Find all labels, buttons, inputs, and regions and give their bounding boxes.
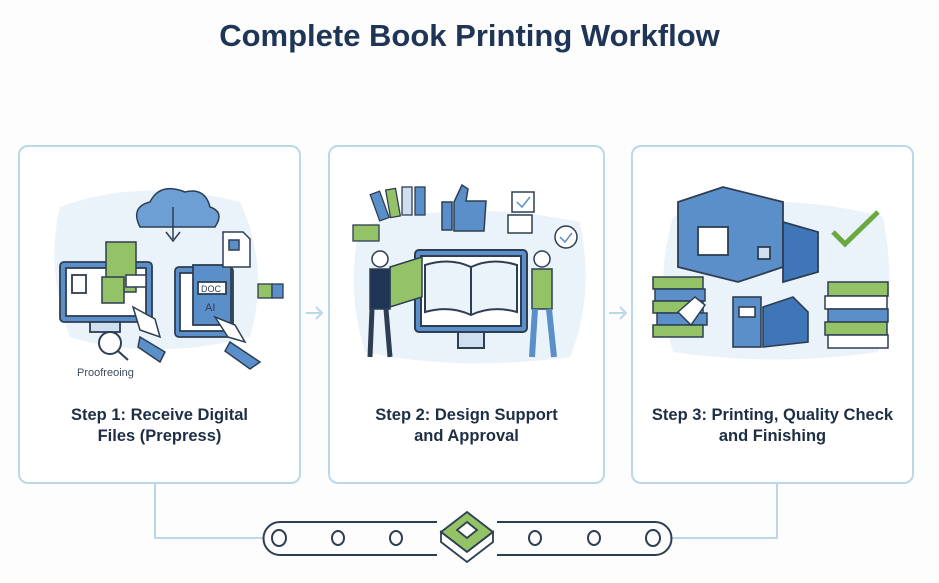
magnifier-icon [98, 331, 129, 361]
connector-left [154, 484, 263, 539]
step-3-title-line1: Step 3: Printing, Quality Check [651, 406, 894, 424]
arrow-1-2 [306, 306, 324, 320]
checkmark-chat-icon [507, 191, 578, 249]
progress-tag-icon [257, 283, 284, 299]
conveyor-belt [262, 521, 673, 556]
binding-machine-icon [732, 296, 809, 348]
pointing-hand-icon [131, 305, 262, 370]
step-1-card: DOC AI Proofreoing Step 1: Receive Digit… [18, 145, 301, 484]
hand-icon [676, 296, 707, 327]
monitor-icon [414, 249, 528, 349]
checkmark-icon [831, 210, 880, 248]
design-approval-illustration [352, 183, 586, 364]
book-icon [439, 510, 495, 564]
step-2-title: Step 2: Design Support and Approval [330, 405, 603, 447]
step-1-title-line2: Files (Prepress) [97, 427, 222, 445]
step-2-card: Step 2: Design Support and Approval [328, 145, 605, 484]
cloud-download-icon [135, 187, 220, 243]
ai-tag: AI [205, 302, 215, 314]
person-left-icon [367, 250, 393, 358]
green-files-icon [101, 241, 147, 304]
step-2-title-line2: and Approval [414, 427, 519, 445]
page-title: Complete Book Printing Workflow [219, 18, 720, 53]
step-1-title: Step 1: Receive Digital Files (Prepress) [20, 405, 299, 447]
printing-illustration [652, 186, 890, 360]
printing-press-icon [677, 186, 819, 284]
step-1-title-line1: Step 1: Receive Digital [71, 406, 248, 424]
step-2-title-line1: Step 2: Design Support [375, 406, 558, 424]
color-swatches-icon [369, 186, 426, 222]
prepress-illustration: DOC AI [54, 187, 284, 370]
step-3-title: Step 3: Printing, Quality Check and Fini… [633, 405, 912, 447]
person-right-icon [529, 250, 557, 358]
document-icon [222, 231, 251, 268]
step-3-card: Step 3: Printing, Quality Check and Fini… [631, 145, 914, 484]
connector-right [670, 484, 778, 539]
comment-icon [352, 224, 380, 242]
doc-tag: DOC [201, 284, 222, 294]
thumbs-up-icon [441, 183, 487, 232]
step-3-title-line2: and Finishing [718, 427, 827, 445]
book-stack-right-icon [824, 281, 889, 349]
proofreading-caption: Proofreoing [77, 367, 134, 379]
arrow-2-3 [609, 306, 628, 320]
